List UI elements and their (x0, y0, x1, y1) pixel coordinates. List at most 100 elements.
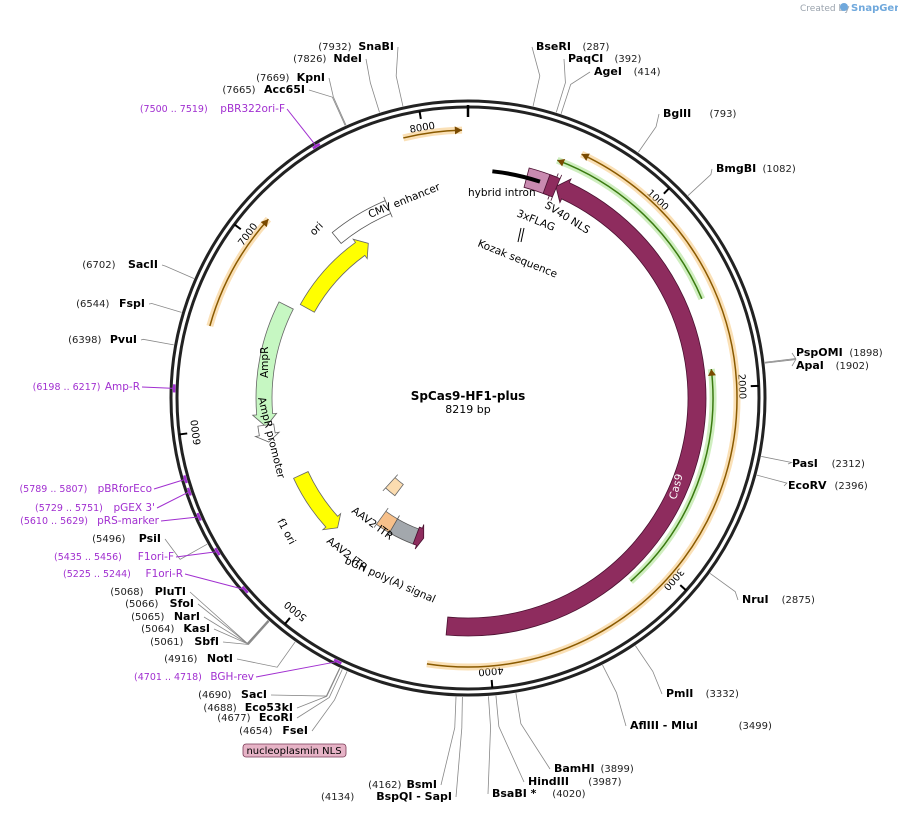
site-leader-line (164, 538, 208, 560)
restriction-site[interactable]: SacI(4690) (198, 688, 267, 701)
primer-range: (4701 .. 4718) (134, 672, 202, 683)
site-leader-line (531, 46, 541, 107)
site-leader-line (328, 77, 347, 126)
primer-leader-line (184, 573, 246, 591)
primer-leader-line (153, 478, 186, 490)
bgh-polya-box (387, 515, 420, 545)
restriction-site[interactable]: HindIII(3987) (528, 775, 622, 788)
site-leader-line (635, 645, 663, 695)
restriction-site[interactable]: SfoI(5066) (125, 597, 194, 610)
restriction-site[interactable]: PmlI(3332) (666, 687, 739, 700)
site-position: (4654) (239, 726, 272, 737)
primer[interactable]: pRS-marker(5610 .. 5629) (20, 515, 160, 527)
tick-mark (418, 110, 422, 120)
primer[interactable]: BGH-rev(4701 .. 4718) (134, 671, 254, 683)
restriction-site[interactable]: NotI(4916) (164, 652, 233, 665)
site-leader-line (515, 693, 551, 770)
primer-leader-line (156, 491, 190, 509)
restriction-site[interactable]: PsiI(5496) (92, 532, 161, 545)
restriction-site[interactable]: Eco53kI(4688) (203, 701, 293, 714)
site-name: AflIII - MluI (630, 719, 698, 732)
site-position: (414) (634, 67, 661, 78)
restriction-site[interactable]: SbfI (5061) (150, 635, 219, 648)
site-leader-line (602, 664, 627, 727)
restriction-site[interactable]: BamHI(3899) (554, 762, 634, 775)
site-position: (5061) (150, 637, 183, 648)
primer[interactable]: F1ori-R(5225 .. 5244) (63, 568, 183, 580)
primer[interactable]: pBRforEco(5789 .. 5807) (19, 483, 152, 495)
site-leader-line (440, 696, 457, 786)
site-position: (5064) (141, 624, 174, 635)
restriction-site[interactable]: ApaI(1902) (796, 359, 869, 372)
kozak-marker (517, 227, 522, 243)
tick-mark (663, 187, 671, 195)
restriction-site[interactable]: PluTI(5068) (110, 585, 186, 598)
restriction-site[interactable]: NruI(2875) (742, 593, 815, 606)
restriction-site[interactable]: SnaBI(7932) (318, 40, 394, 53)
primer-marker (186, 487, 192, 496)
nucleoplasmin-box (242, 743, 347, 758)
primer[interactable]: pBR322ori-F(7500 .. 7519) (140, 103, 285, 115)
primer-leader-line (175, 551, 218, 558)
restriction-site[interactable]: EcoRV(2396) (788, 479, 868, 492)
restriction-site[interactable]: AgeI(414) (594, 65, 661, 78)
site-name: ApaI (796, 359, 824, 372)
site-position: (2396) (835, 481, 868, 492)
primer-range: (5610 .. 5629) (20, 516, 88, 527)
site-name: BsaBI * (492, 787, 537, 800)
restriction-site[interactable]: BglII(793) (663, 107, 736, 120)
restriction-site[interactable]: BsaBI *(4020) (492, 787, 586, 800)
site-position: (5496) (92, 534, 125, 545)
restriction-site[interactable]: KasI(5064) (141, 622, 210, 635)
primer[interactable]: Amp-R(6198 .. 6217) (33, 381, 140, 393)
site-name: SacI (241, 688, 267, 701)
restriction-site[interactable]: BseRI(287) (536, 40, 609, 53)
restriction-site[interactable]: BmgBI(1082) (716, 162, 796, 175)
site-name: FseI (282, 724, 308, 737)
restriction-site[interactable]: BspQI - SapI(4134) (321, 790, 452, 803)
site-name: PasI (792, 457, 818, 470)
site-leader-line (560, 71, 591, 114)
restriction-site[interactable]: KpnI(7669) (256, 71, 325, 84)
feature-label-ori: ori (308, 220, 326, 238)
restriction-site[interactable]: PaqCI(392) (568, 52, 641, 65)
restriction-site[interactable]: PvuI(6398) (68, 333, 137, 346)
site-leader-line (395, 46, 404, 107)
restriction-site[interactable]: EcoRI(4677) (217, 711, 293, 724)
orf-arrowhead (557, 158, 566, 167)
nucleoplasmin-arrow (412, 524, 425, 550)
restriction-site[interactable]: Acc65I(7665) (222, 83, 305, 96)
f1ori-arrow (293, 471, 342, 531)
primer[interactable]: F1ori-F(5435 .. 5456) (54, 551, 174, 563)
site-leader-line (296, 669, 343, 719)
restriction-site[interactable]: FseI (4654) (239, 724, 308, 737)
orf-arrow (557, 159, 703, 300)
restriction-site[interactable]: BsmI(4162) (368, 778, 437, 791)
restriction-site[interactable]: NdeI (7826) (293, 52, 362, 65)
primer-range: (5729 .. 5751) (35, 503, 103, 514)
site-leader-line (487, 696, 491, 795)
site-position: (1898) (849, 348, 882, 359)
site-name: SbfI (194, 635, 219, 648)
site-name: HindIII (528, 775, 569, 788)
site-position: (5068) (110, 587, 143, 598)
site-name: NarI (174, 610, 200, 623)
restriction-site[interactable]: SacII(6702) (82, 258, 158, 271)
site-leader-line (308, 89, 346, 126)
hybrid-intron-bar (492, 169, 541, 184)
site-name: NdeI (333, 52, 362, 65)
site-position: (7826) (293, 54, 326, 65)
restriction-site[interactable]: FspI(6544) (76, 297, 145, 310)
site-leader-line (638, 113, 660, 153)
primer-range: (5789 .. 5807) (19, 484, 87, 495)
restriction-site[interactable]: PasI(2312) (792, 457, 865, 470)
primer[interactable]: pGEX 3'(5729 .. 5751) (35, 502, 155, 514)
orf-arrow (209, 218, 269, 327)
restriction-site[interactable]: AflIII - MluI(3499) (630, 719, 772, 732)
sv40-nls-box (542, 174, 563, 201)
site-name: BglII (663, 107, 691, 120)
restriction-site[interactable]: NarI(5065) (131, 610, 200, 623)
restriction-site[interactable]: PspOMI(1898) (796, 346, 883, 359)
site-position: (4916) (164, 654, 197, 665)
